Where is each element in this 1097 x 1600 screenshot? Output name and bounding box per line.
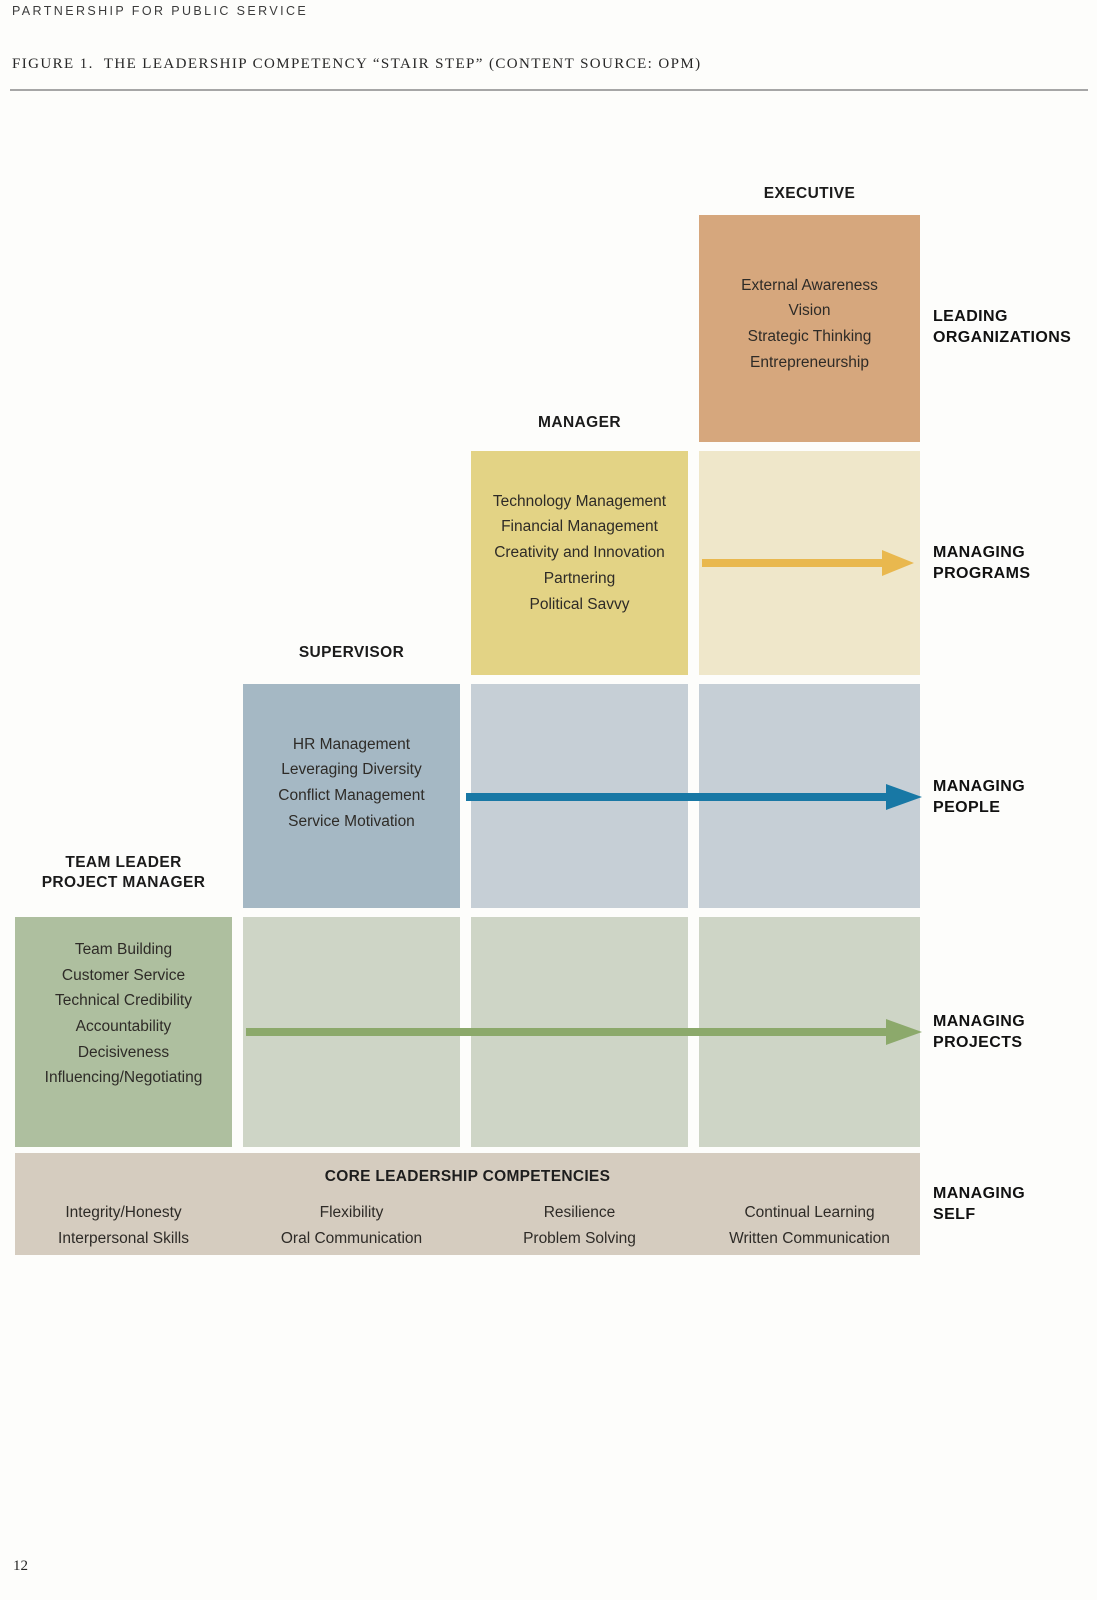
team-leader-competency-box: Team Building Customer Service Technical… [15,917,232,1147]
manager-label: MANAGER [538,414,621,431]
competency-item: Technology Management [492,492,667,510]
managing-people-arrowhead-icon [886,784,922,810]
competency-list: Team Building Customer Service Technical… [15,937,232,1127]
manager-competency-box: Technology Management Financial Manageme… [471,451,688,675]
competency-item: Accountability [75,1018,172,1035]
competency-item: Vision [788,302,831,320]
competency-item: Creativity and Innovation [494,544,665,562]
figure-title: FIGURE 1. THE LEADERSHIP COMPETENCY “STA… [12,56,702,72]
title-divider [10,89,1088,91]
competency-item: Customer Service [61,966,186,984]
managing-people-arrow [466,793,886,801]
core-competency-item: Interpersonal Skills [58,1230,189,1247]
managing-projects-arrowhead-icon [886,1019,922,1045]
core-competency-item: Written Communication [729,1230,890,1247]
executive-label: EXECUTIVE [763,185,856,202]
competency-item: External Awareness [741,276,878,294]
managing-projects-arrow [246,1028,886,1036]
competency-item: Influencing/Negotiating [44,1069,203,1087]
competency-item: Team Building [74,940,173,958]
managing-self-label: MANAGING SELF [933,1185,1026,1223]
competency-list: External Awareness Vision Strategic Thin… [699,273,920,385]
supervisor-label: SUPERVISOR [298,644,405,661]
brand-header: PARTNERSHIP FOR PUBLIC SERVICE [12,4,309,18]
competency-item: Service Motivation [288,812,415,830]
competency-item: Strategic Thinking [747,328,872,345]
core-competency-column: Continual Learning Written Communication [699,1200,920,1252]
competency-list: Technology Management Financial Manageme… [471,489,688,638]
core-competency-column: Integrity/Honesty Interpersonal Skills [15,1200,232,1252]
core-competency-item: Problem Solving [523,1230,636,1247]
competency-item: HR Management [292,735,411,753]
competency-item: Decisiveness [77,1043,170,1061]
competency-item: Political Savvy [529,595,630,613]
core-competencies-bar: CORE LEADERSHIP COMPETENCIES Integrity/H… [15,1153,920,1255]
competency-item: Partnering [543,569,616,587]
competency-list: HR Management Leveraging Diversity Confl… [243,732,460,861]
team-leader-label: TEAM LEADER PROJECT MANAGER [41,854,206,891]
core-competency-item: Continual Learning [744,1204,875,1221]
core-competency-column: Flexibility Oral Communication [243,1200,460,1252]
core-competency-item: Resilience [543,1204,616,1221]
managing-people-label: MANAGING PEOPLE [933,778,1026,816]
core-competency-item: Flexibility [319,1204,384,1221]
leading-organizations-label: LEADING ORGANIZATIONS [933,308,1072,346]
core-competency-item: Integrity/Honesty [65,1204,182,1221]
core-competency-column: Resilience Problem Solving [471,1200,688,1252]
competency-item: Financial Management [501,518,658,536]
competency-item: Entrepreneurship [750,353,869,371]
core-competency-item: Oral Communication [280,1230,423,1247]
managing-programs-arrow [702,559,882,567]
managing-programs-label: MANAGING PROGRAMS [933,544,1031,582]
executive-competency-box: External Awareness Vision Strategic Thin… [699,215,920,442]
managing-projects-label: MANAGING PROJECTS [933,1013,1026,1051]
competency-item: Conflict Management [278,787,425,804]
page-number: 12 [13,1558,28,1574]
competency-item: Leveraging Diversity [281,761,422,779]
core-competencies-title: CORE LEADERSHIP COMPETENCIES [324,1168,611,1185]
competency-item: Technical Credibility [55,992,192,1010]
managing-programs-arrowhead-icon [882,550,914,576]
supervisor-competency-box: HR Management Leveraging Diversity Confl… [243,684,460,908]
